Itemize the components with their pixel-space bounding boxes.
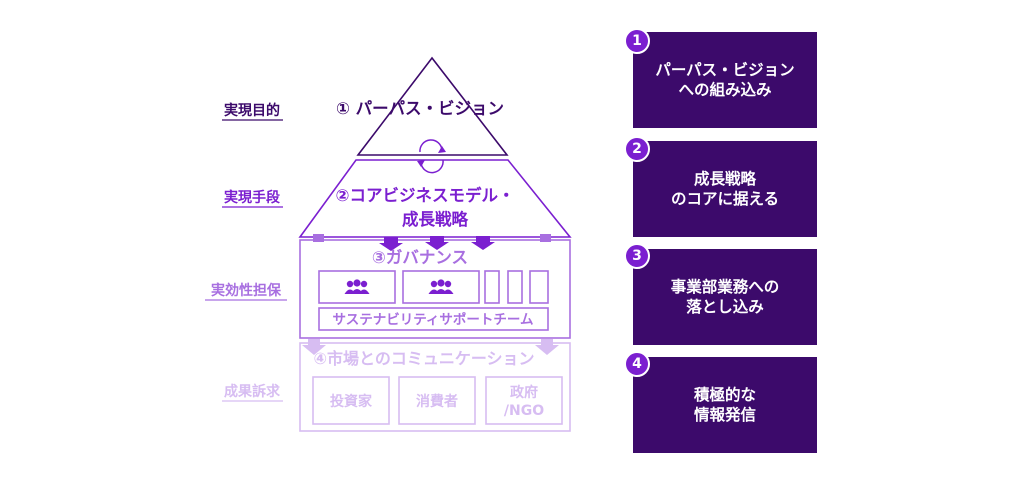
card-1-line2: への組み込み <box>678 81 772 99</box>
card-4-line2: 情報発信 <box>693 406 756 424</box>
card-3-line1: 事業部業務への <box>670 278 780 296</box>
core-business-label-line2: 成長戦略 <box>402 209 469 229</box>
stakeholder-box-consumers <box>398 376 476 425</box>
row-label-appeal: 成果訴求 <box>224 383 281 400</box>
core-business-label-line1: ②コアビジネスモデル・ <box>336 185 515 205</box>
card-3-line2: 落とし込み <box>686 298 764 316</box>
card-4: 積極的な 情報発信 <box>633 357 817 453</box>
purpose-triangle <box>356 56 509 156</box>
people-icon <box>344 279 370 294</box>
team-box-5 <box>529 270 549 304</box>
row-label-purpose: 実現目的 <box>224 102 280 119</box>
down-arrows <box>379 236 495 251</box>
stakeholder-investors: 投資家 <box>330 393 373 410</box>
arrow-down-right <box>535 339 559 355</box>
card-1-line1: パーパス・ビジョン <box>655 61 795 79</box>
sustainability-team-bar <box>318 307 549 331</box>
stakeholder-box-government <box>485 376 563 425</box>
stakeholder-government-line1: 政府 <box>510 384 538 401</box>
card-2-line1: 成長戦略 <box>693 170 756 188</box>
governance-label: ③ガバナンス <box>372 248 468 267</box>
card-2-line2: のコアに据える <box>670 190 780 208</box>
communication-box <box>299 342 571 432</box>
card-3: 事業部業務への 落とし込み <box>633 249 817 345</box>
purpose-vision-label: ① パーパス・ビジョン <box>336 99 504 118</box>
team-box-3 <box>484 270 500 304</box>
sustainability-team-label: サステナビリティサポートチーム <box>332 311 533 328</box>
card-4-badge: 4 <box>624 351 650 377</box>
stakeholder-consumers: 消費者 <box>416 393 458 410</box>
card-4-line1: 積極的な <box>693 386 756 404</box>
stakeholder-government-line2: /NGO <box>504 403 544 419</box>
card-2-badge: 2 <box>624 136 650 162</box>
team-box-4 <box>507 270 523 304</box>
card-1: パーパス・ビジョン への組み込み <box>633 32 817 128</box>
card-1-badge: 1 <box>624 28 650 54</box>
communication-label: ④市場とのコミュニケーション <box>313 349 534 368</box>
card-3-badge: 3 <box>624 243 650 269</box>
cycle-icon <box>417 139 446 174</box>
row-label-assurance: 実効性担保 <box>211 282 282 299</box>
row-label-means: 実現手段 <box>224 189 280 206</box>
card-2: 成長戦略 のコアに据える <box>633 141 817 237</box>
people-icon <box>428 279 454 294</box>
core-business-trapezoid <box>298 159 572 238</box>
team-box-1 <box>318 270 396 304</box>
stakeholder-box-investors <box>312 376 390 425</box>
team-box-2 <box>402 270 480 304</box>
